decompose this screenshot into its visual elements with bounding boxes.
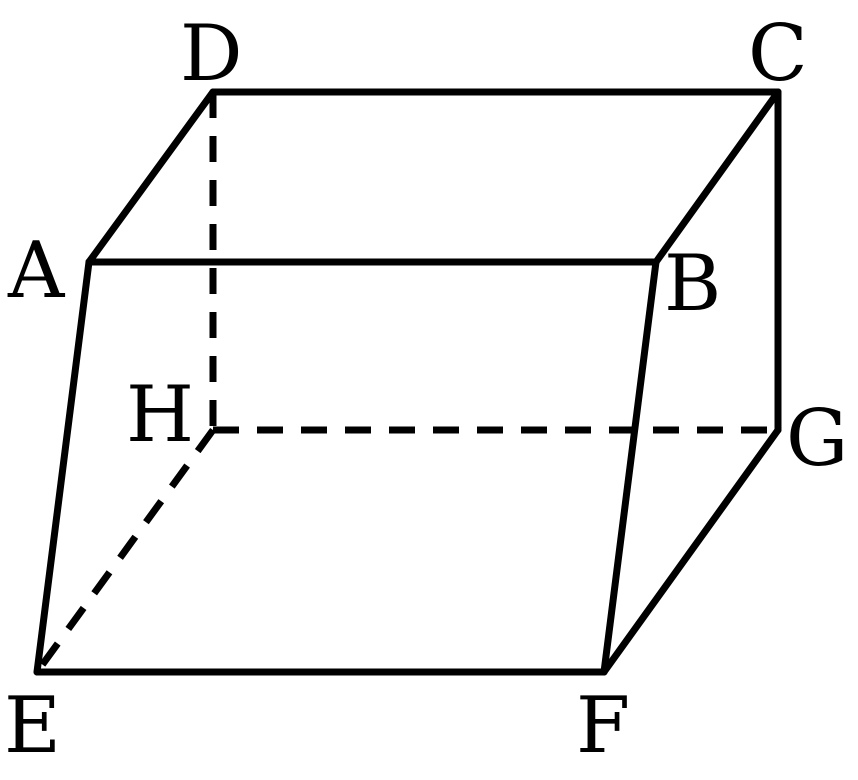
edge-da [85,88,217,266]
edge-he [34,427,216,675]
edge-bf [600,258,660,676]
edge-fg [600,426,782,676]
vertex-label-g: G [786,394,848,484]
vertex-label-f: F [576,681,630,771]
vertex-label-c: C [748,9,808,99]
edge-cb [652,88,782,266]
edge-ae [33,258,93,676]
vertex-label-h: H [126,370,194,460]
vertex-label-b: B [664,239,721,329]
vertex-label-a: A [7,226,66,316]
vertex-label-d: D [180,9,243,99]
vertex-label-e: E [4,681,61,771]
